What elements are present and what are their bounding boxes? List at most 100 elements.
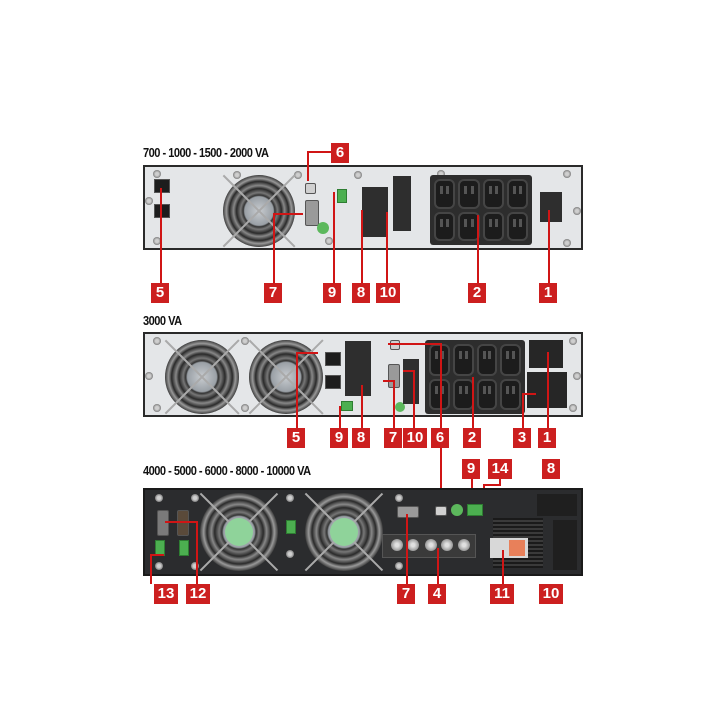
screw-icon: [395, 562, 403, 570]
callout-label: 12: [186, 584, 210, 604]
outlet-icon: [476, 378, 498, 410]
outlet-icon: [458, 179, 480, 209]
callout-label: 9: [323, 283, 341, 303]
epo-terminal-icon: [467, 504, 483, 516]
input-socket-icon: [529, 340, 563, 368]
terminal-screw-icon: [407, 539, 419, 551]
leader-line: [296, 352, 318, 354]
terminal-screw-icon: [441, 539, 453, 551]
screw-icon: [573, 372, 581, 380]
screw-icon: [437, 170, 445, 178]
screw-icon: [354, 171, 362, 179]
leader-line: [413, 370, 415, 428]
rj45-port-icon: [154, 179, 170, 193]
callout-label: 6: [431, 428, 449, 448]
leader-line: [522, 393, 524, 428]
fan-hub-icon: [225, 518, 253, 546]
screw-icon: [153, 337, 161, 345]
screw-icon: [294, 171, 302, 179]
outlet-icon: [452, 378, 474, 410]
callout-label: 7: [397, 584, 415, 604]
screw-icon: [153, 404, 161, 412]
leader-line: [499, 479, 501, 485]
input-socket-icon: [540, 192, 562, 222]
callout-label: 11: [490, 584, 514, 604]
callout-label: 3: [513, 428, 531, 448]
usb-port-icon: [305, 183, 316, 194]
callout-label: 13: [154, 584, 178, 604]
leader-line: [273, 213, 303, 215]
rj45-port-icon: [154, 204, 170, 218]
terminal-screw-icon: [391, 539, 403, 551]
ground-screw-icon: [395, 402, 405, 412]
leader-line: [383, 380, 395, 382]
leader-line: [307, 151, 332, 153]
cooling-fan-icon: [223, 175, 295, 247]
screw-icon: [286, 550, 294, 558]
breaker-handle-icon: [509, 540, 525, 556]
leader-line: [361, 210, 363, 283]
terminal-screw-icon: [425, 539, 437, 551]
outlet-icon: [452, 344, 474, 376]
outlet-icon: [500, 378, 521, 410]
screw-icon: [145, 372, 153, 380]
callout-label: 2: [468, 283, 486, 303]
section-title-small: 700 - 1000 - 1500 - 2000 VA: [143, 145, 269, 160]
outlet-icon: [482, 179, 504, 209]
screw-icon: [286, 494, 294, 502]
leader-line: [196, 521, 198, 584]
callout-label: 8: [352, 428, 370, 448]
screw-icon: [155, 562, 163, 570]
serial-port-icon: [397, 506, 419, 518]
callout-label: 9: [330, 428, 348, 448]
outlet-icon: [434, 179, 456, 209]
callout-label: 5: [151, 283, 169, 303]
serial-port-icon: [305, 200, 319, 226]
screw-icon: [153, 170, 161, 178]
leader-line: [440, 448, 442, 508]
screw-icon: [569, 404, 577, 412]
leader-line: [406, 514, 408, 584]
ups-rear-panel-large: [143, 488, 583, 576]
terminal-strip-icon: [382, 534, 476, 558]
screw-icon: [155, 494, 163, 502]
leader-line: [150, 554, 152, 584]
parallel-port-icon: [177, 510, 189, 536]
battery-connector-icon: [403, 359, 419, 404]
leader-line: [339, 406, 341, 428]
screw-icon: [563, 239, 571, 247]
outlet-icon: [482, 211, 504, 241]
leader-line: [548, 210, 550, 283]
screw-icon: [563, 170, 571, 178]
section-title-mid: 3000 VA: [143, 313, 182, 328]
outlet-icon: [429, 378, 450, 410]
callout-label: 8: [542, 459, 560, 479]
outlet-icon: [500, 344, 521, 376]
leader-line: [483, 484, 501, 486]
callout-label: 7: [264, 283, 282, 303]
leader-line: [273, 213, 275, 283]
callout-label: 5: [287, 428, 305, 448]
screw-icon: [241, 404, 249, 412]
screw-icon: [145, 197, 153, 205]
screw-icon: [573, 207, 581, 215]
snmp-slot-icon: [537, 494, 577, 516]
usb-port-icon: [435, 506, 447, 516]
outlet-icon: [506, 179, 528, 209]
callout-label: 1: [538, 428, 556, 448]
screw-icon: [191, 494, 199, 502]
outlet-icon: [434, 211, 456, 241]
rj45-port-icon: [325, 352, 341, 366]
leader-line: [393, 380, 395, 428]
output-outlets-block: [430, 175, 532, 245]
leader-line: [361, 385, 363, 428]
screw-icon: [191, 562, 199, 570]
screw-icon: [395, 494, 403, 502]
leader-line: [333, 192, 335, 283]
leader-line: [160, 188, 162, 283]
ups-rear-panel-small: [143, 165, 583, 250]
battery-connector-icon: [393, 176, 411, 231]
leader-line: [472, 377, 474, 428]
epo-terminal-icon: [337, 189, 347, 203]
screw-icon: [233, 171, 241, 179]
